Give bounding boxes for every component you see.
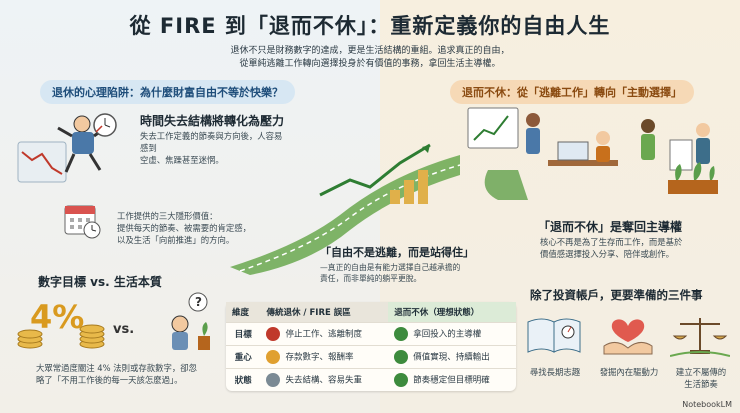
page-subtitle: 退休不只是財務數字的達成，更是生活結構的重組。追求真正的自由， 從單純逃離工作轉… (150, 45, 590, 71)
right-section-title: 退而不休：從「逃離工作」轉向「主動選擇」 (450, 80, 694, 104)
table-row: 重心 存款數字、報酬率 價值實現、持續輸出 (226, 345, 516, 369)
question-mark: ? (195, 295, 202, 309)
heart-hands-icon (603, 319, 653, 355)
key-desc: 核心不再是為了生存而工作，而是基於 價值感選擇投入分享、陪伴或創作。 (540, 236, 720, 260)
numbers-desc-line-2: 略了「不用工作後的每一天該怎麼過」。 (36, 375, 183, 385)
table-cell: 存款數字、報酬率 (260, 345, 389, 369)
table-row-label: 狀態 (226, 368, 261, 391)
table-row: 狀態 失去結構、容易失重 節奏穩定但目標明確 (226, 368, 516, 391)
book-icon (527, 318, 581, 353)
quote-text: —真正的自由是有能力選擇自己越承擔的 責任，而非單純的躺平更脫。 (320, 262, 480, 284)
quote-title: 「自由不是逃離，而是站得住」 (320, 246, 474, 259)
table-header-traditional: 傳統退休 / FIRE 誤區 (260, 302, 389, 323)
item2-text: 工作提供的三大隱形價值： 提供每天的節奏、被需要的肯定感， 以及生活「向前推進」… (117, 210, 287, 246)
thing-3-label-line-2: 生活節奏 (684, 379, 718, 389)
table-cell: 失去結構、容易失重 (260, 368, 389, 391)
table-row-label: 目標 (226, 322, 261, 346)
table-cell: 拿回投入的主導權 (388, 322, 516, 346)
thing-3-label: 建立不屬傳的 生活節奏 (668, 366, 734, 390)
table-cell-ideal: 節奏穩定但目標明確 (413, 375, 490, 386)
item2-line-2: 提供每天的節奏、被需要的肯定感， (117, 223, 251, 233)
key-heading: 「退而不休」是奪回主導權 (538, 220, 683, 234)
comparison-table: 維度 傳統退休 / FIRE 誤區 退而不休（理想狀態） 目標 停止工作、逃離制… (226, 302, 516, 391)
quote-line-1: —真正的自由是有能力選擇自己越承擔的 (320, 263, 461, 272)
table-cell: 價值實現、持續輸出 (388, 345, 516, 369)
item2-line-1: 工作提供的三大隱形價值： (117, 211, 218, 221)
thing-2-label: 發掘內在驅動力 (594, 366, 664, 378)
table-cell-ideal: 拿回投入的主導權 (413, 329, 482, 340)
subtitle-line-1: 退休不只是財務數字的達成，更是生活結構的重組。追求真正的自由， (230, 46, 510, 56)
calendar-icon (64, 205, 101, 239)
stairs-road-icon (230, 143, 461, 275)
vs-label: vs. (113, 322, 135, 337)
rocket-icon (394, 327, 409, 341)
numbers-desc: 大眾常過度關注 4% 法則或存款數字，卻忽 略了「不用工作後的每一天該怎麼過」。 (36, 362, 236, 386)
table-cell-trad: 存款數字、報酬率 (285, 352, 354, 363)
table-cell-ideal: 價值實現、持續輸出 (413, 352, 490, 363)
key-desc-line-2: 價值感選擇投入分享、陪伴或創作。 (540, 249, 674, 259)
thing-1-label-line-1: 尋找長期志趣 (529, 367, 581, 377)
rhythm-icon (394, 373, 409, 387)
coins-icon (17, 324, 105, 349)
broken-clock-icon (93, 113, 117, 137)
key-desc-line-1: 核心不再是為了生存而工作，而是基於 (540, 237, 683, 247)
table-cell: 節奏穩定但目標明確 (388, 368, 516, 391)
table-row-label: 重心 (226, 345, 261, 369)
target-icon (266, 327, 281, 341)
money-icon (266, 350, 281, 364)
thing-1-label: 尋找長期志趣 (522, 366, 588, 378)
subtitle-line-2: 從單純逃離工作轉向選擇投身於有價值的事務，拿回生活主導權。 (239, 59, 501, 69)
growth-icon (394, 350, 409, 364)
table-cell: 停止工作、逃離制度 (260, 322, 389, 346)
percent-value: 4% (30, 298, 85, 336)
notebooklm-logo: NotebookLM (682, 400, 732, 409)
table-header-dimension: 維度 (226, 302, 261, 323)
table-cell-trad: 停止工作、逃離制度 (285, 329, 362, 340)
thing-2-label-line-1: 發掘內在驅動力 (599, 367, 659, 377)
people-working-icon (467, 107, 718, 200)
item2-line-3: 以及生活「向前推進」的方向。 (117, 235, 235, 245)
table-header-ideal: 退而不休（理想狀態） (388, 302, 516, 323)
page-title: 從 FIRE 到「退而不休」：重新定義你的自由人生 (129, 14, 611, 38)
table-cell-trad: 失去結構、容易失重 (285, 375, 362, 386)
quote-line-2: 責任，而非單純的躺平更脫。 (320, 274, 422, 283)
numbers-desc-line-1: 大眾常過度關注 4% 法則或存款數字，卻忽 (36, 363, 197, 373)
item1-desc-line-1: 失去工作定義的節奏與方向後，人容易感到 (140, 131, 283, 153)
item1-desc-line-2: 空虛、焦躁甚至迷惘。 (140, 155, 224, 165)
three-things-heading: 除了投資帳戶，更要準備的三件事 (530, 288, 703, 302)
balance-scale-icon (670, 318, 730, 357)
gauge-icon (266, 373, 281, 387)
plant-icon (171, 292, 210, 350)
thing-3-label-line-1: 建立不屬傳的 (675, 367, 727, 377)
numbers-heading: 數字目標 vs. 生活本質 (38, 275, 162, 289)
item1-desc: 失去工作定義的節奏與方向後，人容易感到 空虛、焦躁甚至迷惘。 (140, 130, 290, 166)
table-row: 目標 停止工作、逃離制度 拿回投入的主導權 (226, 322, 516, 346)
item1-heading: 時間失去結構將轉化為壓力 (140, 114, 285, 128)
left-section-title: 退休的心理陷阱：為什麼財富自由不等於快樂？ (40, 80, 295, 104)
